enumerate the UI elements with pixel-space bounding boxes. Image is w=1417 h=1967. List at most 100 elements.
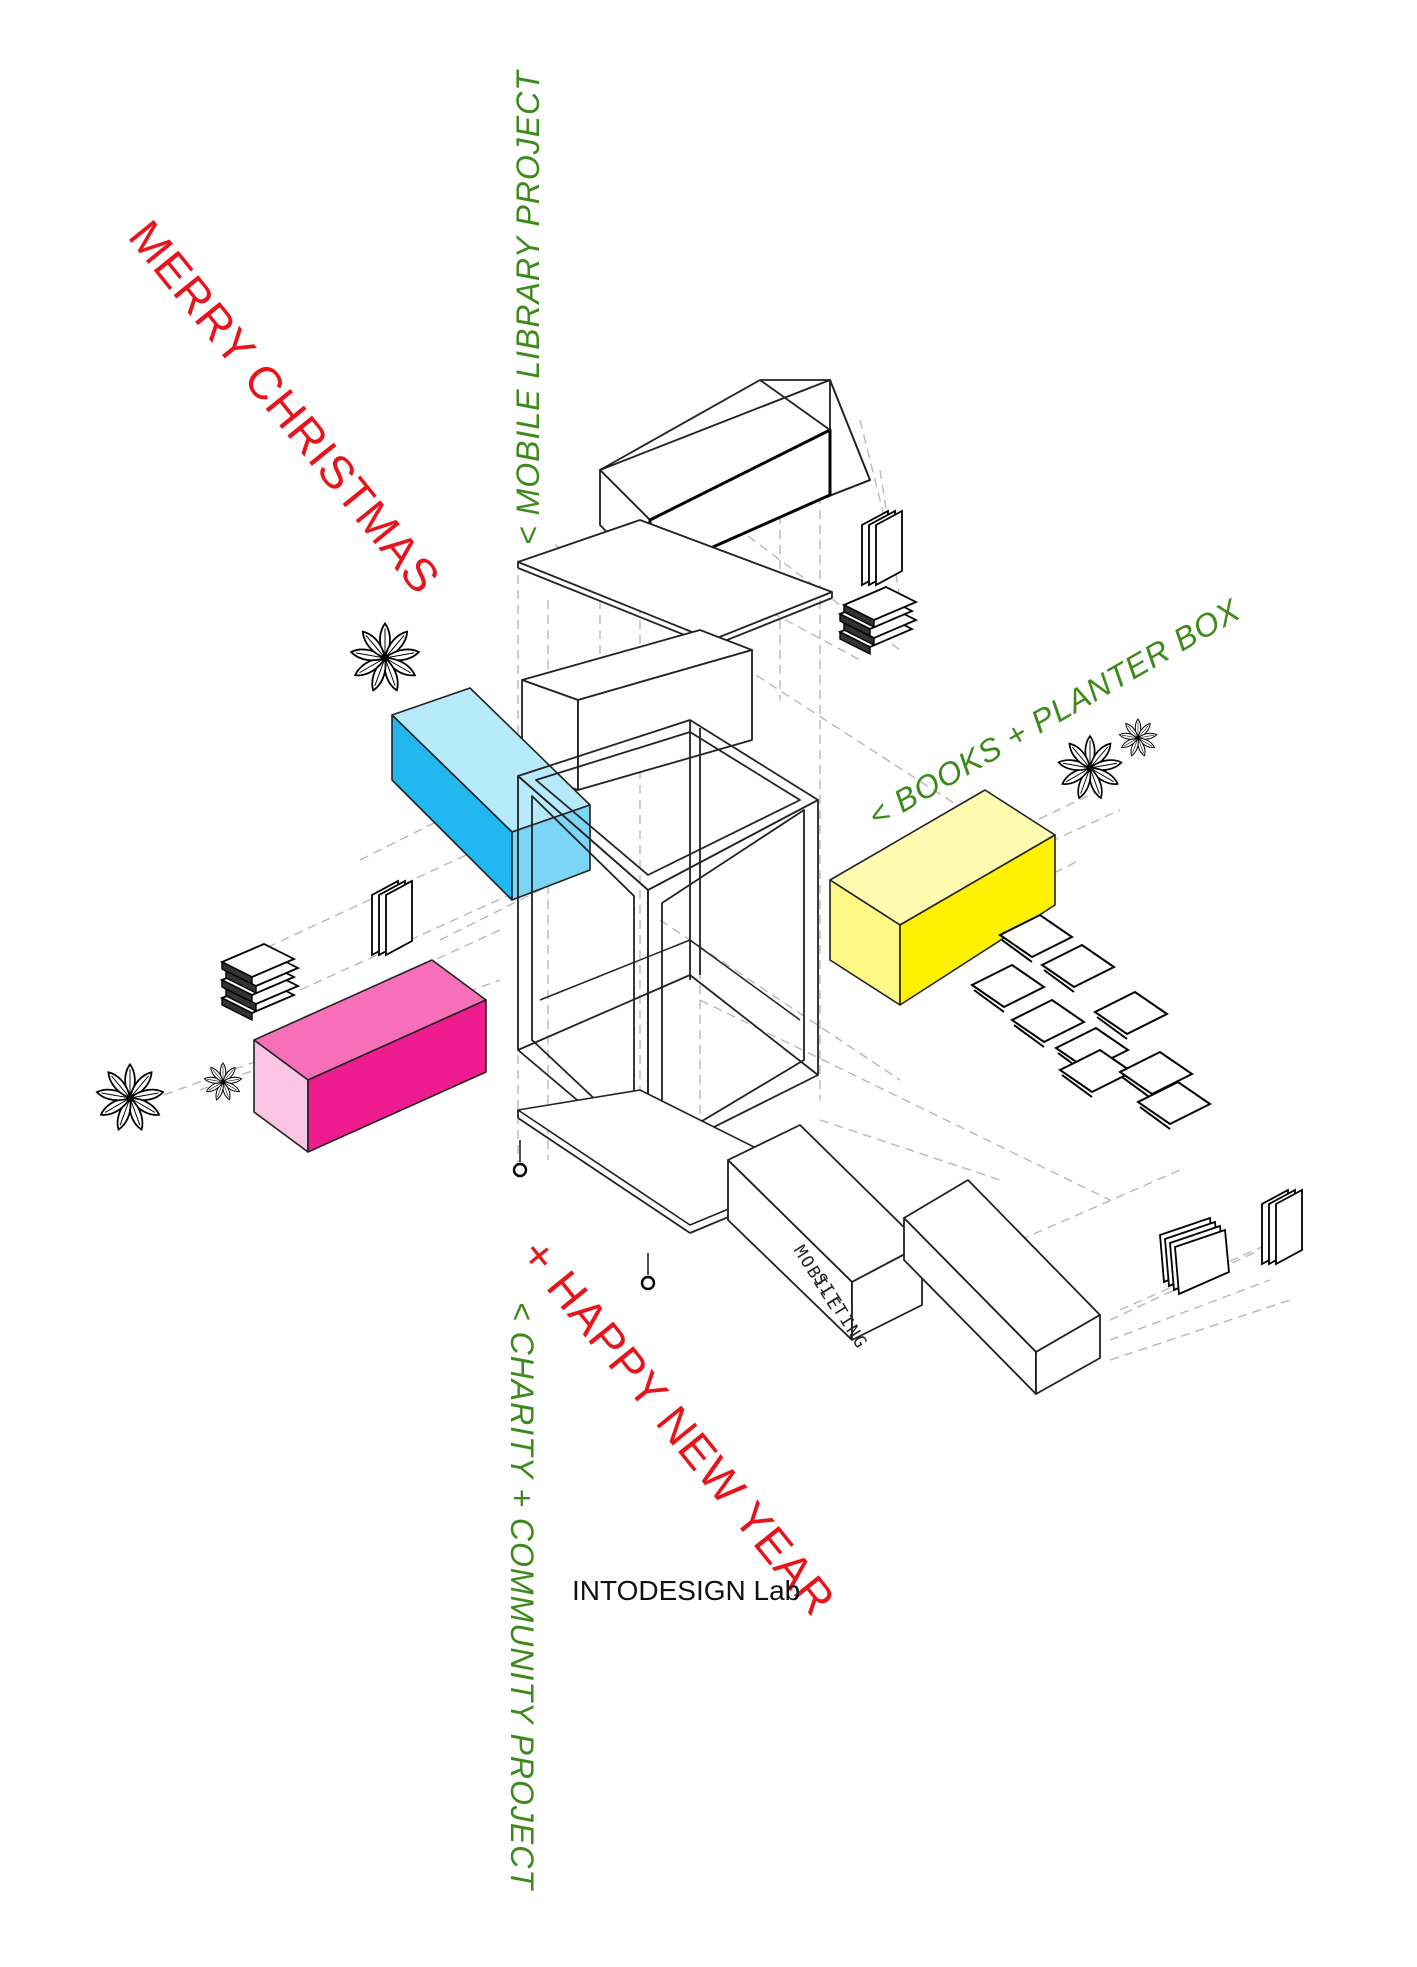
open-book-icon [998,913,1074,959]
plant-icon [1057,734,1123,800]
plant-center [1135,735,1141,741]
leaf-vein [101,1092,131,1099]
leaf-vein [1089,746,1108,769]
plant-icon [349,622,421,692]
leaf-vein [355,652,386,659]
sitting-box-side [851,1244,923,1341]
guide-line [699,499,901,651]
plant-icon [1118,718,1158,757]
guide-line [1019,1169,1181,1241]
leaf-vein [222,1069,234,1083]
leaf-vein [222,1081,229,1098]
book-edge [1096,1016,1128,1040]
leaf-vein [359,657,386,674]
guide-line [699,999,1111,1201]
decorations [95,509,1303,1296]
module-parts [253,379,1101,1395]
guide-line [149,1059,261,1101]
leaf-vein [1137,734,1155,739]
guide-line [554,544,981,821]
magenta-box-front [307,999,487,1153]
book-edge [1061,1074,1093,1098]
guide-line [859,419,891,541]
charity-community-label: < CHARITY + COMMUNITY PROJECT [504,1302,540,1890]
frame-inner-rail [539,939,801,1021]
open-book-icon [1118,1050,1194,1096]
open-book-icon [970,963,1046,1009]
plant-center [126,1094,134,1102]
guide-line [1109,1279,1271,1341]
leaf-vein [384,657,396,686]
leaf-vein [1089,762,1118,769]
leaf-vein [384,657,411,674]
book-stack-icon [219,943,301,1022]
edge [517,567,713,647]
upright-books-icon [371,879,413,957]
leaf-vein [206,1078,224,1083]
book-stack-icon [837,586,919,656]
shelf-edge [759,379,831,431]
bench-box-side [1035,1314,1101,1395]
frame-back-base [689,974,819,1076]
caster-wheel-icon [640,1253,656,1291]
leaf-vein [1072,746,1091,769]
open-book-icon [1159,1216,1230,1296]
fanned-book [1174,1228,1230,1296]
upper-box-front [577,649,753,791]
book-spine [221,996,253,1022]
open-book-icon [1093,990,1169,1036]
guide-line [1109,1299,1291,1361]
leaf-vein [212,1069,224,1083]
leaf-vein [104,1097,131,1113]
leaf-vein [1089,767,1100,794]
plant-center [1086,764,1094,772]
roof-panel [517,519,833,641]
book-edge [1121,1076,1153,1100]
leaf-vein [1089,767,1114,783]
plant-center [380,653,390,663]
leaf-vein [222,1081,238,1091]
open-book-icon [1040,943,1116,989]
book-edge [1001,939,1033,963]
frame-top-inner [535,731,801,876]
leaf-vein [384,635,405,659]
book-spine [221,960,253,986]
leaf-vein [365,635,386,659]
leaf-vein [1123,737,1139,747]
caster-wheel [512,1162,528,1178]
leaf-vein [1121,734,1139,739]
leaf-vein [1132,737,1139,754]
book-spine [839,612,871,638]
caster-wheel-icon [512,1140,528,1178]
edge [517,1117,691,1234]
book-edge [973,989,1005,1013]
leaf-vein [384,652,415,659]
book-spine [839,630,871,656]
plant-icon [203,1062,243,1101]
frame-right-inner [661,809,805,1146]
credit-label: INTODESIGN Lab [572,1575,801,1606]
guide-line [819,1119,1001,1181]
leaf-vein [217,1081,224,1098]
upright-book [875,509,903,587]
plant-center [220,1079,226,1085]
frame-top [517,719,819,891]
steel-frame [517,719,819,1161]
yellow-box-front [899,834,1056,1006]
leaf-vein [1127,725,1139,739]
leaf-vein [1137,737,1144,754]
edge [711,597,833,647]
book-spine [843,603,875,629]
guide-line [199,979,501,1091]
leaf-vein [129,1092,159,1099]
book-spine [221,978,253,1004]
leaf-vein [1066,767,1091,783]
upright-book [385,879,413,957]
leaf-vein [222,1078,240,1083]
book-edge [1013,1024,1045,1048]
leaf-vein [1080,767,1091,794]
leaf-vein [129,1075,149,1099]
mobile-library-label: < MOBILE LIBRARY PROJECT [510,70,546,545]
